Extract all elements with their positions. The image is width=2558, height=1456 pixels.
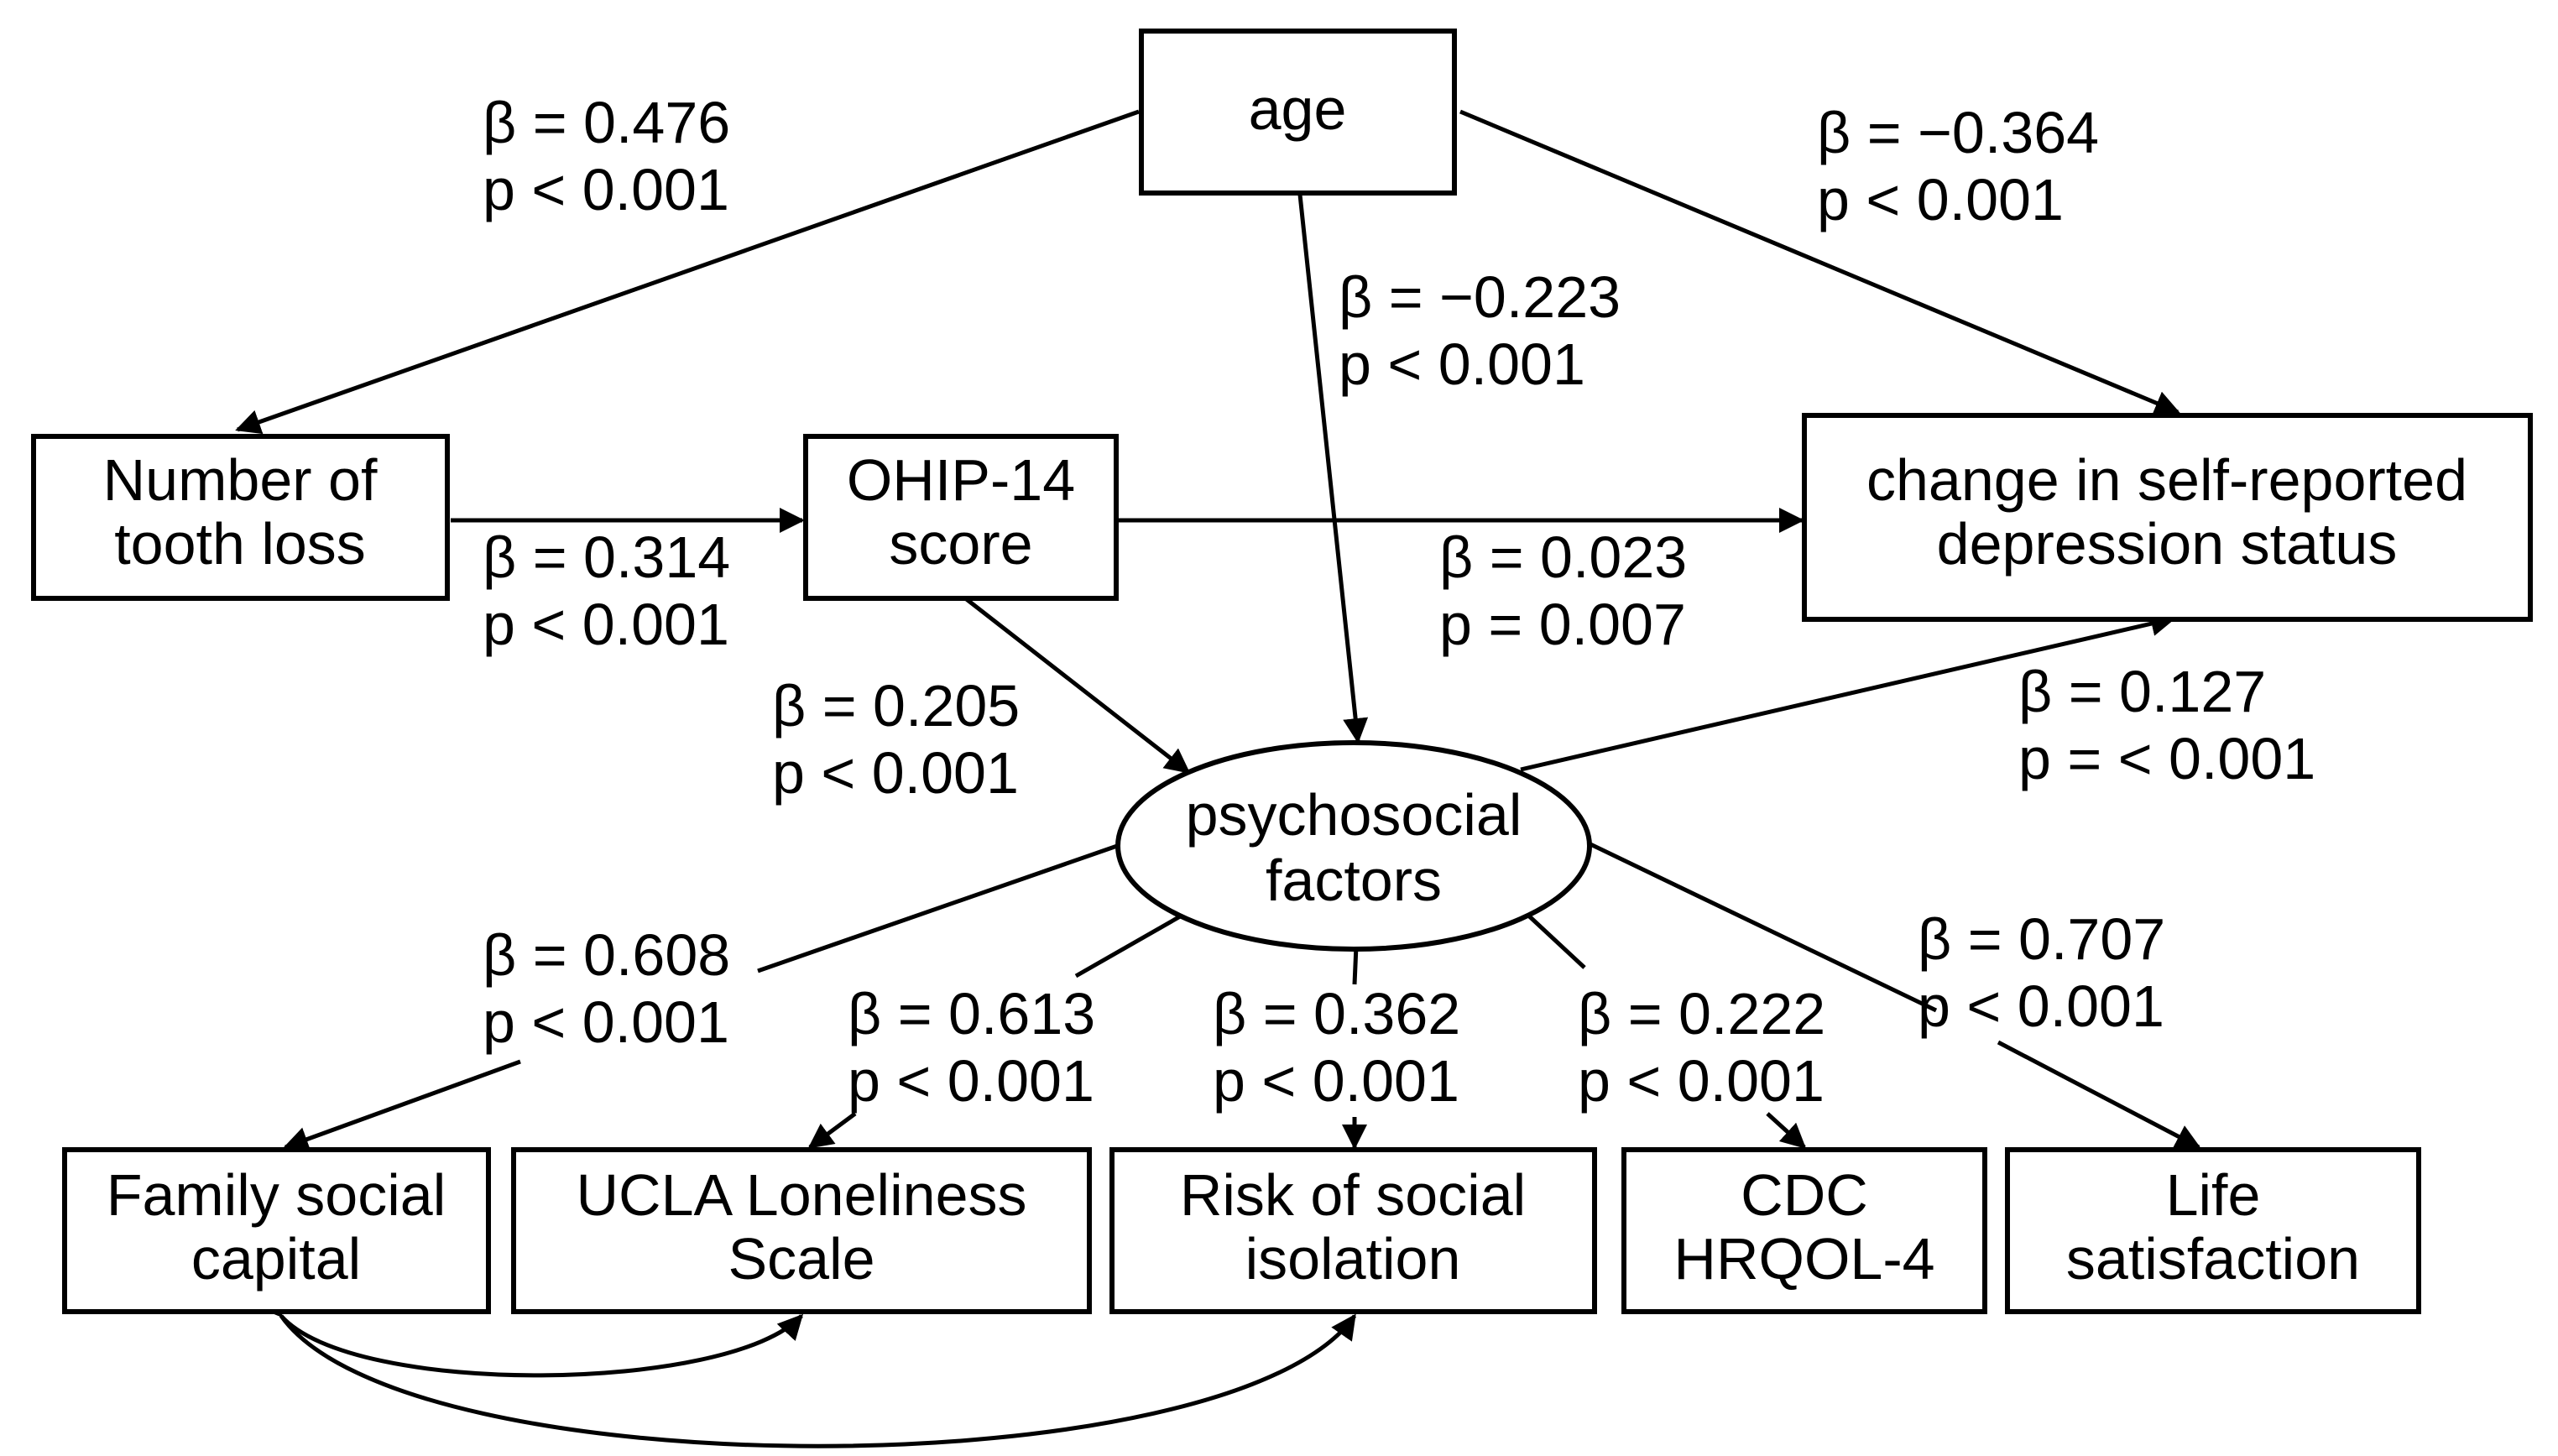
label-psychosocial-to-depression-beta: β = 0.127 (2018, 659, 2266, 724)
label-psychosocial-to-cdc-p: p < 0.001 (1578, 1048, 1825, 1114)
node-age-box (1139, 29, 1457, 196)
node-depression-line-2: depression status (1937, 511, 2398, 577)
node-isolation-box (1109, 1147, 1597, 1314)
node-depression-box (1802, 413, 2533, 622)
edge-age-to-depression (1459, 109, 2180, 415)
node-depression: change in self-reported depression statu… (1802, 413, 2533, 622)
node-psychosocial-line-1: psychosocial (1186, 782, 1522, 848)
label-ohip-to-psychosocial-beta: β = 0.205 (772, 673, 1020, 738)
node-family: Family social capital (62, 1147, 491, 1314)
edge-psychosocial-to-ucla (1074, 910, 1189, 978)
label-psychosocial-to-life-beta: β = 0.707 (1918, 906, 2165, 972)
node-ohip-box (803, 434, 1119, 601)
node-ohip-line-1: OHIP-14 (847, 447, 1075, 513)
label-psychosocial-to-family-p: p < 0.001 (483, 989, 729, 1055)
node-age: age (1139, 29, 1457, 196)
edge-age-to-psychosocial (1297, 194, 1369, 744)
node-life-line-2: satisfaction (2066, 1226, 2360, 1292)
label-ohip-to-depression-p: p = 0.007 (1439, 592, 1686, 657)
edges (235, 109, 2201, 1448)
label-ohip-to-depression-beta: β = 0.023 (1439, 524, 1687, 590)
label-psychosocial-to-life-p: p < 0.001 (1918, 973, 2164, 1039)
label-tooth-to-ohip-beta: β = 0.314 (483, 524, 730, 590)
node-tooth-loss-line-1: Number of (103, 447, 378, 513)
label-ohip-to-psychosocial-p: p < 0.001 (772, 740, 1019, 806)
edge-psychosocial-to-family-2 (283, 1059, 521, 1151)
path-labels: β = 0.476 p < 0.001 β = −0.364 p < 0.001… (483, 90, 2315, 1114)
label-age-to-depression-p: p < 0.001 (1817, 167, 2064, 232)
node-cdc-line-2: HRQOL-4 (1673, 1226, 1934, 1292)
node-cdc-box (1621, 1147, 1987, 1314)
label-psychosocial-to-isolation-beta: β = 0.362 (1213, 981, 1460, 1046)
node-ucla-line-2: Scale (728, 1226, 874, 1292)
label-age-to-psychosocial-beta: β = −0.223 (1339, 264, 1621, 330)
node-cdc-line-1: CDC (1741, 1162, 1868, 1228)
label-tooth-to-ohip-p: p < 0.001 (483, 592, 729, 657)
edge-psychosocial-to-life-2 (1997, 1040, 2201, 1150)
node-ucla-box (511, 1147, 1092, 1314)
node-cdc: CDC HRQOL-4 (1621, 1147, 1987, 1314)
label-psychosocial-to-cdc-beta: β = 0.222 (1578, 981, 1825, 1046)
node-tooth-loss-box (31, 434, 450, 601)
node-family-box (62, 1147, 491, 1314)
label-psychosocial-to-ucla-p: p < 0.001 (848, 1048, 1094, 1114)
node-psychosocial: psychosocial factors (1115, 740, 1592, 952)
node-psychosocial-ellipse (1115, 740, 1592, 952)
node-age-label: age (1249, 76, 1347, 142)
node-family-line-1: Family social (107, 1162, 446, 1228)
label-age-to-tooth-beta: β = 0.476 (483, 90, 730, 155)
label-age-to-depression-beta: β = −0.364 (1817, 100, 2099, 165)
node-isolation-line-1: Risk of social (1180, 1162, 1526, 1228)
node-ohip: OHIP-14 score (803, 434, 1119, 601)
node-family-line-2: capital (191, 1226, 361, 1292)
node-isolation-line-2: isolation (1245, 1226, 1461, 1292)
node-life-box (2005, 1147, 2421, 1314)
node-ohip-line-2: score (889, 511, 1032, 577)
covariance-family-ucla (256, 1290, 804, 1378)
label-psychosocial-to-depression-p: p = < 0.001 (2018, 726, 2315, 791)
node-tooth-loss-line-2: tooth loss (114, 511, 366, 577)
label-psychosocial-to-family-beta: β = 0.608 (483, 922, 730, 988)
node-isolation: Risk of social isolation (1109, 1147, 1597, 1314)
edge-age-to-tooth-loss (235, 109, 1140, 435)
edge-psychosocial-to-depression (1520, 611, 2176, 772)
node-life-line-1: Life (2166, 1162, 2261, 1228)
edge-psychosocial-to-family (757, 843, 1120, 973)
node-ucla: UCLA Loneliness Scale (511, 1147, 1092, 1314)
edge-psychosocial-to-isolation (1352, 945, 1359, 985)
node-depression-line-1: change in self-reported (1866, 447, 2467, 513)
label-age-to-psychosocial-p: p < 0.001 (1339, 331, 1585, 397)
edge-psychosocial-to-life (1587, 841, 1938, 1013)
label-psychosocial-to-ucla-beta: β = 0.613 (848, 981, 1095, 1046)
label-psychosocial-to-isolation-p: p < 0.001 (1213, 1048, 1459, 1114)
node-psychosocial-line-2: factors (1266, 848, 1442, 913)
covariance-family-isolation (258, 1290, 1357, 1448)
edge-psychosocial-to-cdc-2 (1766, 1112, 1807, 1150)
node-life: Life satisfaction (2005, 1147, 2421, 1314)
node-tooth-loss: Number of tooth loss (31, 434, 450, 601)
edge-ohip-to-psychosocial (963, 596, 1191, 774)
edge-psychosocial-to-cdc (1523, 911, 1586, 969)
node-ucla-line-1: UCLA Loneliness (577, 1162, 1027, 1228)
label-age-to-tooth-p: p < 0.001 (483, 157, 729, 222)
edge-psychosocial-to-ucla-2 (807, 1111, 857, 1150)
